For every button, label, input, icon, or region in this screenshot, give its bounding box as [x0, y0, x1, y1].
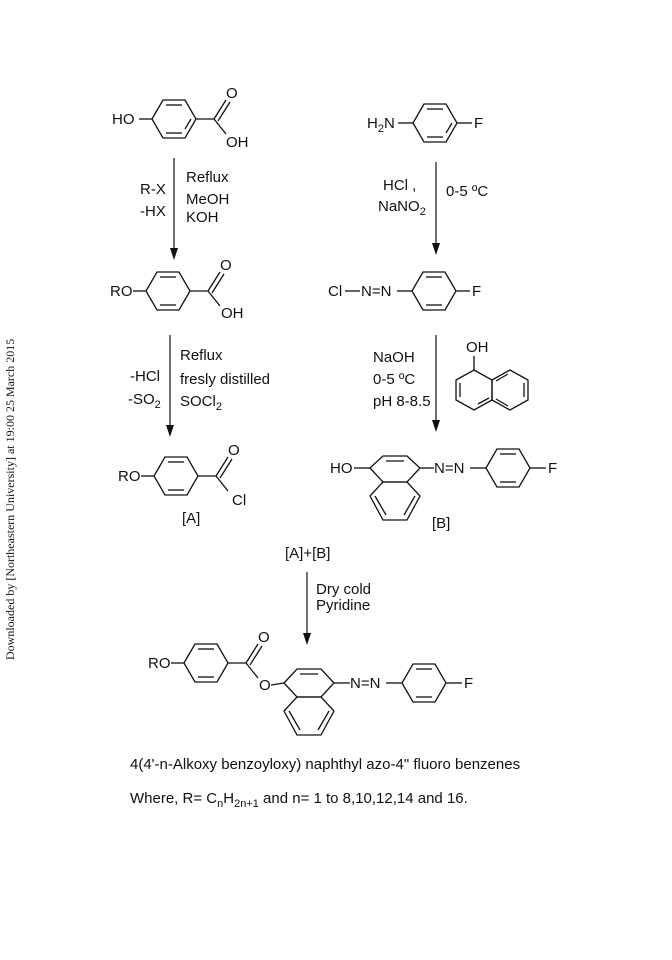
cond-reflux-1: Reflux: [186, 169, 229, 186]
diazo-label-2: N=N: [434, 460, 464, 477]
ho-label-b: HO: [330, 460, 353, 477]
oh-label: OH: [226, 134, 249, 151]
cond-socl2: SOCl2: [180, 393, 222, 413]
ho-label: HO: [112, 111, 135, 128]
carbonyl-o-label-3: O: [228, 442, 240, 459]
ester-o: O: [259, 677, 271, 694]
carbonyl-o-label-2: O: [220, 257, 232, 274]
acid-chloride-a: RO O Cl [A]: [118, 442, 246, 527]
cond-hcl: HCl ,: [383, 177, 416, 194]
cond-koh: KOH: [186, 209, 219, 226]
hydroxybenzoic-acid: HO O OH: [112, 85, 249, 151]
cond-temp-1: 0-5 ºC: [446, 183, 488, 200]
ester-carbonyl-o: O: [258, 629, 270, 646]
label-b: [B]: [432, 515, 450, 532]
oh-label-2: OH: [221, 305, 244, 322]
alkoxybenzoic-acid: RO O OH: [110, 257, 244, 322]
diazonium-chloride: Cl N=N F: [328, 271, 481, 311]
diazo-label-1: N=N: [361, 283, 391, 300]
cond-naoh: NaOH: [373, 349, 415, 366]
cond-pyridine: Pyridine: [316, 597, 370, 614]
h2n-label: H2N: [367, 115, 395, 135]
cond-ph: pH 8-8.5: [373, 393, 431, 410]
cond-meoh: MeOH: [186, 191, 229, 208]
naphthol-reagent: OH: [455, 339, 529, 411]
ro-label-1: RO: [110, 283, 133, 300]
ro-label-3: RO: [148, 655, 171, 672]
caption-title: 4(4'-n-Alkoxy benzoyloxy) naphthyl azo-4…: [130, 756, 520, 773]
label-a: [A]: [182, 510, 200, 527]
arrowhead-step2: [432, 243, 440, 255]
cond-minus-so2: -SO2: [128, 391, 161, 411]
watermark: Downloaded by [Northeastern University] …: [3, 339, 17, 660]
f-label-1: F: [474, 115, 483, 132]
cond-minus-hcl: -HCl: [130, 368, 160, 385]
combine-label: [A]+[B]: [285, 545, 330, 562]
arrowhead-step4: [432, 420, 440, 432]
naphthol-oh-label: OH: [466, 339, 489, 356]
arrowhead-step5: [303, 633, 311, 645]
cond-rx: R-X: [140, 181, 166, 198]
arrowhead-step1: [170, 248, 178, 260]
cond-hx: -HX: [140, 203, 166, 220]
cond-fresly-distilled: fresly distilled: [180, 371, 270, 388]
cond-nano2: NaNO2: [378, 198, 426, 218]
caption-where: Where, R= CnH2n+1 and n= 1 to 8,10,12,14…: [130, 790, 468, 810]
f-label-4: F: [464, 675, 473, 692]
ro-label-2: RO: [118, 468, 141, 485]
fluoroaniline: H2N F: [367, 103, 483, 143]
acyl-cl-label: Cl: [232, 492, 246, 509]
azo-naphthol-b: HO N=N F [B]: [330, 448, 557, 532]
cond-temp-2: 0-5 ºC: [373, 371, 415, 388]
f-label-2: F: [472, 283, 481, 300]
cond-dry-cold: Dry cold: [316, 581, 371, 598]
final-product: RO O O N=N F: [148, 629, 473, 736]
diazo-label-3: N=N: [350, 675, 380, 692]
carbonyl-o-label: O: [226, 85, 238, 102]
diazo-cl-n-n: Cl: [328, 283, 342, 300]
f-label-3: F: [548, 460, 557, 477]
cond-reflux-2: Reflux: [180, 347, 223, 364]
arrowhead-step3: [166, 425, 174, 437]
